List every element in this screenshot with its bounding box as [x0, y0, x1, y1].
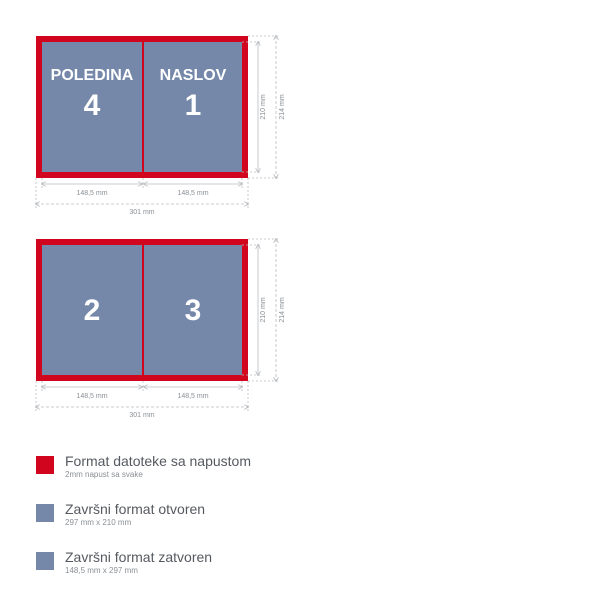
dim-outer-height: 214 mm	[279, 297, 286, 322]
legend-title: Završni format otvoren	[65, 501, 206, 517]
legend-item-bleed-format: Format datoteke sa napustom 2mm napust s…	[36, 453, 336, 496]
spread-bottom: 2 3	[36, 239, 248, 381]
bleed-swatch-icon	[36, 456, 54, 474]
dim-inner-height: 210 mm	[260, 297, 267, 322]
page-swatch-icon	[36, 504, 54, 522]
page-number-right: 1	[185, 89, 202, 122]
legend-item-final-open: Završni format otvoren 297 mm x 210 mm	[36, 501, 336, 544]
legend-subtitle: 148,5 mm x 297 mm	[65, 566, 138, 575]
legend-title: Završni format zatvoren	[65, 549, 213, 565]
page-left	[42, 42, 142, 172]
legend-item-final-closed: Završni format zatvoren 148,5 mm x 297 m…	[36, 549, 336, 592]
dim-half-width-right: 148,5 mm	[177, 393, 208, 400]
dim-half-width-left: 148,5 mm	[76, 190, 107, 197]
page-swatch-icon	[36, 552, 54, 570]
legend-title: Format datoteke sa napustom	[65, 453, 251, 469]
page-number-left: 4	[84, 89, 101, 122]
page-right	[144, 245, 242, 375]
spread-top: POLEDINA 4 NASLOV 1	[36, 36, 248, 178]
dimensions-bottom	[36, 239, 280, 411]
dim-outer-height: 214 mm	[279, 94, 286, 119]
dimension-labels-bottom: 148,5 mm 148,5 mm 301 mm 210 mm 214 mm	[76, 297, 286, 419]
legend-subtitle: 2mm napust sa svake	[65, 470, 143, 479]
page-left	[42, 245, 142, 375]
dim-half-width-right: 148,5 mm	[177, 190, 208, 197]
page-number-right: 3	[185, 294, 202, 327]
dim-inner-height: 210 mm	[260, 94, 267, 119]
dim-total-width: 301 mm	[129, 209, 154, 216]
page-label-left: POLEDINA	[51, 67, 134, 84]
page-right	[144, 42, 242, 172]
page-label-right: NASLOV	[160, 67, 227, 84]
dimensions-top	[36, 36, 280, 208]
dimension-labels-top: 148,5 mm 148,5 mm 301 mm 210 mm 214 mm	[76, 94, 286, 216]
legend-subtitle: 297 mm x 210 mm	[65, 518, 132, 527]
dim-total-width: 301 mm	[129, 412, 154, 419]
page-number-left: 2	[84, 294, 101, 327]
dim-half-width-left: 148,5 mm	[76, 393, 107, 400]
